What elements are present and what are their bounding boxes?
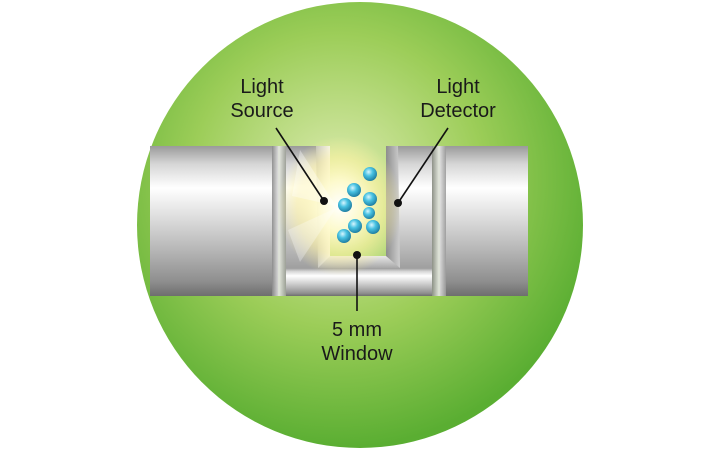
window-label-line1: 5 mm [332, 319, 382, 341]
particle-icon [338, 198, 352, 212]
particle-icon [348, 219, 362, 233]
right-probe-shaft [440, 146, 528, 296]
particle-icon [337, 229, 351, 243]
particle-icon [366, 220, 380, 234]
light-ray [288, 208, 336, 262]
light-detector-leader [397, 127, 449, 204]
right-probe-ring [432, 146, 446, 296]
leader-lines [275, 127, 449, 311]
light-detector-dot [394, 199, 402, 207]
probe-bridge [286, 268, 432, 296]
particle-icon [347, 183, 361, 197]
light-detector-label-line2: Detector [420, 100, 496, 122]
window-label-line2: Window [321, 343, 393, 365]
left-probe-shaft [150, 146, 278, 296]
probe-body [150, 146, 528, 296]
light-source-label-line2: Source [230, 100, 293, 122]
light-source-label-line1: Light [240, 76, 284, 98]
particle-icon [363, 207, 375, 219]
light-detector-label-line1: Light [436, 76, 480, 98]
particle-icon [363, 192, 377, 206]
particle-icon [363, 167, 377, 181]
light-source-leader [275, 127, 325, 202]
light-source-dot [320, 197, 328, 205]
window-dot [353, 251, 361, 259]
light-ray [292, 150, 336, 206]
sample-particles [337, 167, 380, 243]
